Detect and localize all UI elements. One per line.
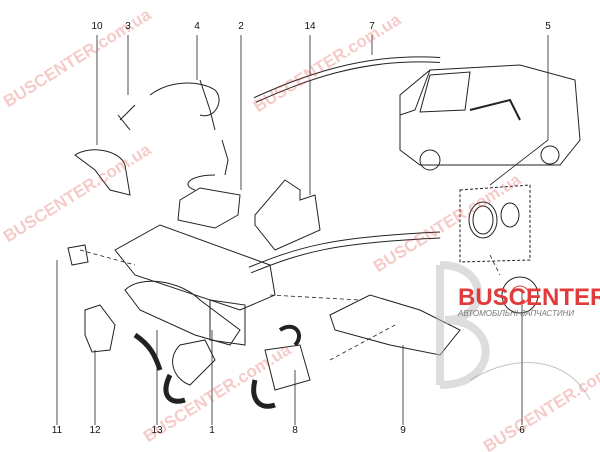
part-label-10: 10 bbox=[91, 21, 103, 32]
part-label-2: 2 bbox=[238, 21, 244, 32]
part-label-13: 13 bbox=[151, 425, 163, 436]
part-label-6: 6 bbox=[519, 425, 525, 436]
part-label-8: 8 bbox=[292, 425, 298, 436]
leader-lines bbox=[56, 35, 549, 425]
logo-tagline: АВТОМОБІЛЬНІ ЗАПЧАСТИНИ bbox=[458, 309, 575, 318]
part-label-3: 3 bbox=[125, 21, 131, 32]
part-label-11: 11 bbox=[51, 425, 63, 436]
logo-name: BUSCENTER bbox=[458, 284, 600, 311]
van-illustration bbox=[399, 64, 581, 171]
part-label-14: 14 bbox=[304, 21, 316, 32]
part-label-7: 7 bbox=[369, 21, 375, 32]
part-label-4: 4 bbox=[194, 21, 200, 32]
part-label-5: 5 bbox=[545, 21, 551, 32]
part-label-12: 12 bbox=[89, 425, 101, 436]
part-label-9: 9 bbox=[400, 425, 406, 436]
part-label-1: 1 bbox=[209, 425, 215, 436]
